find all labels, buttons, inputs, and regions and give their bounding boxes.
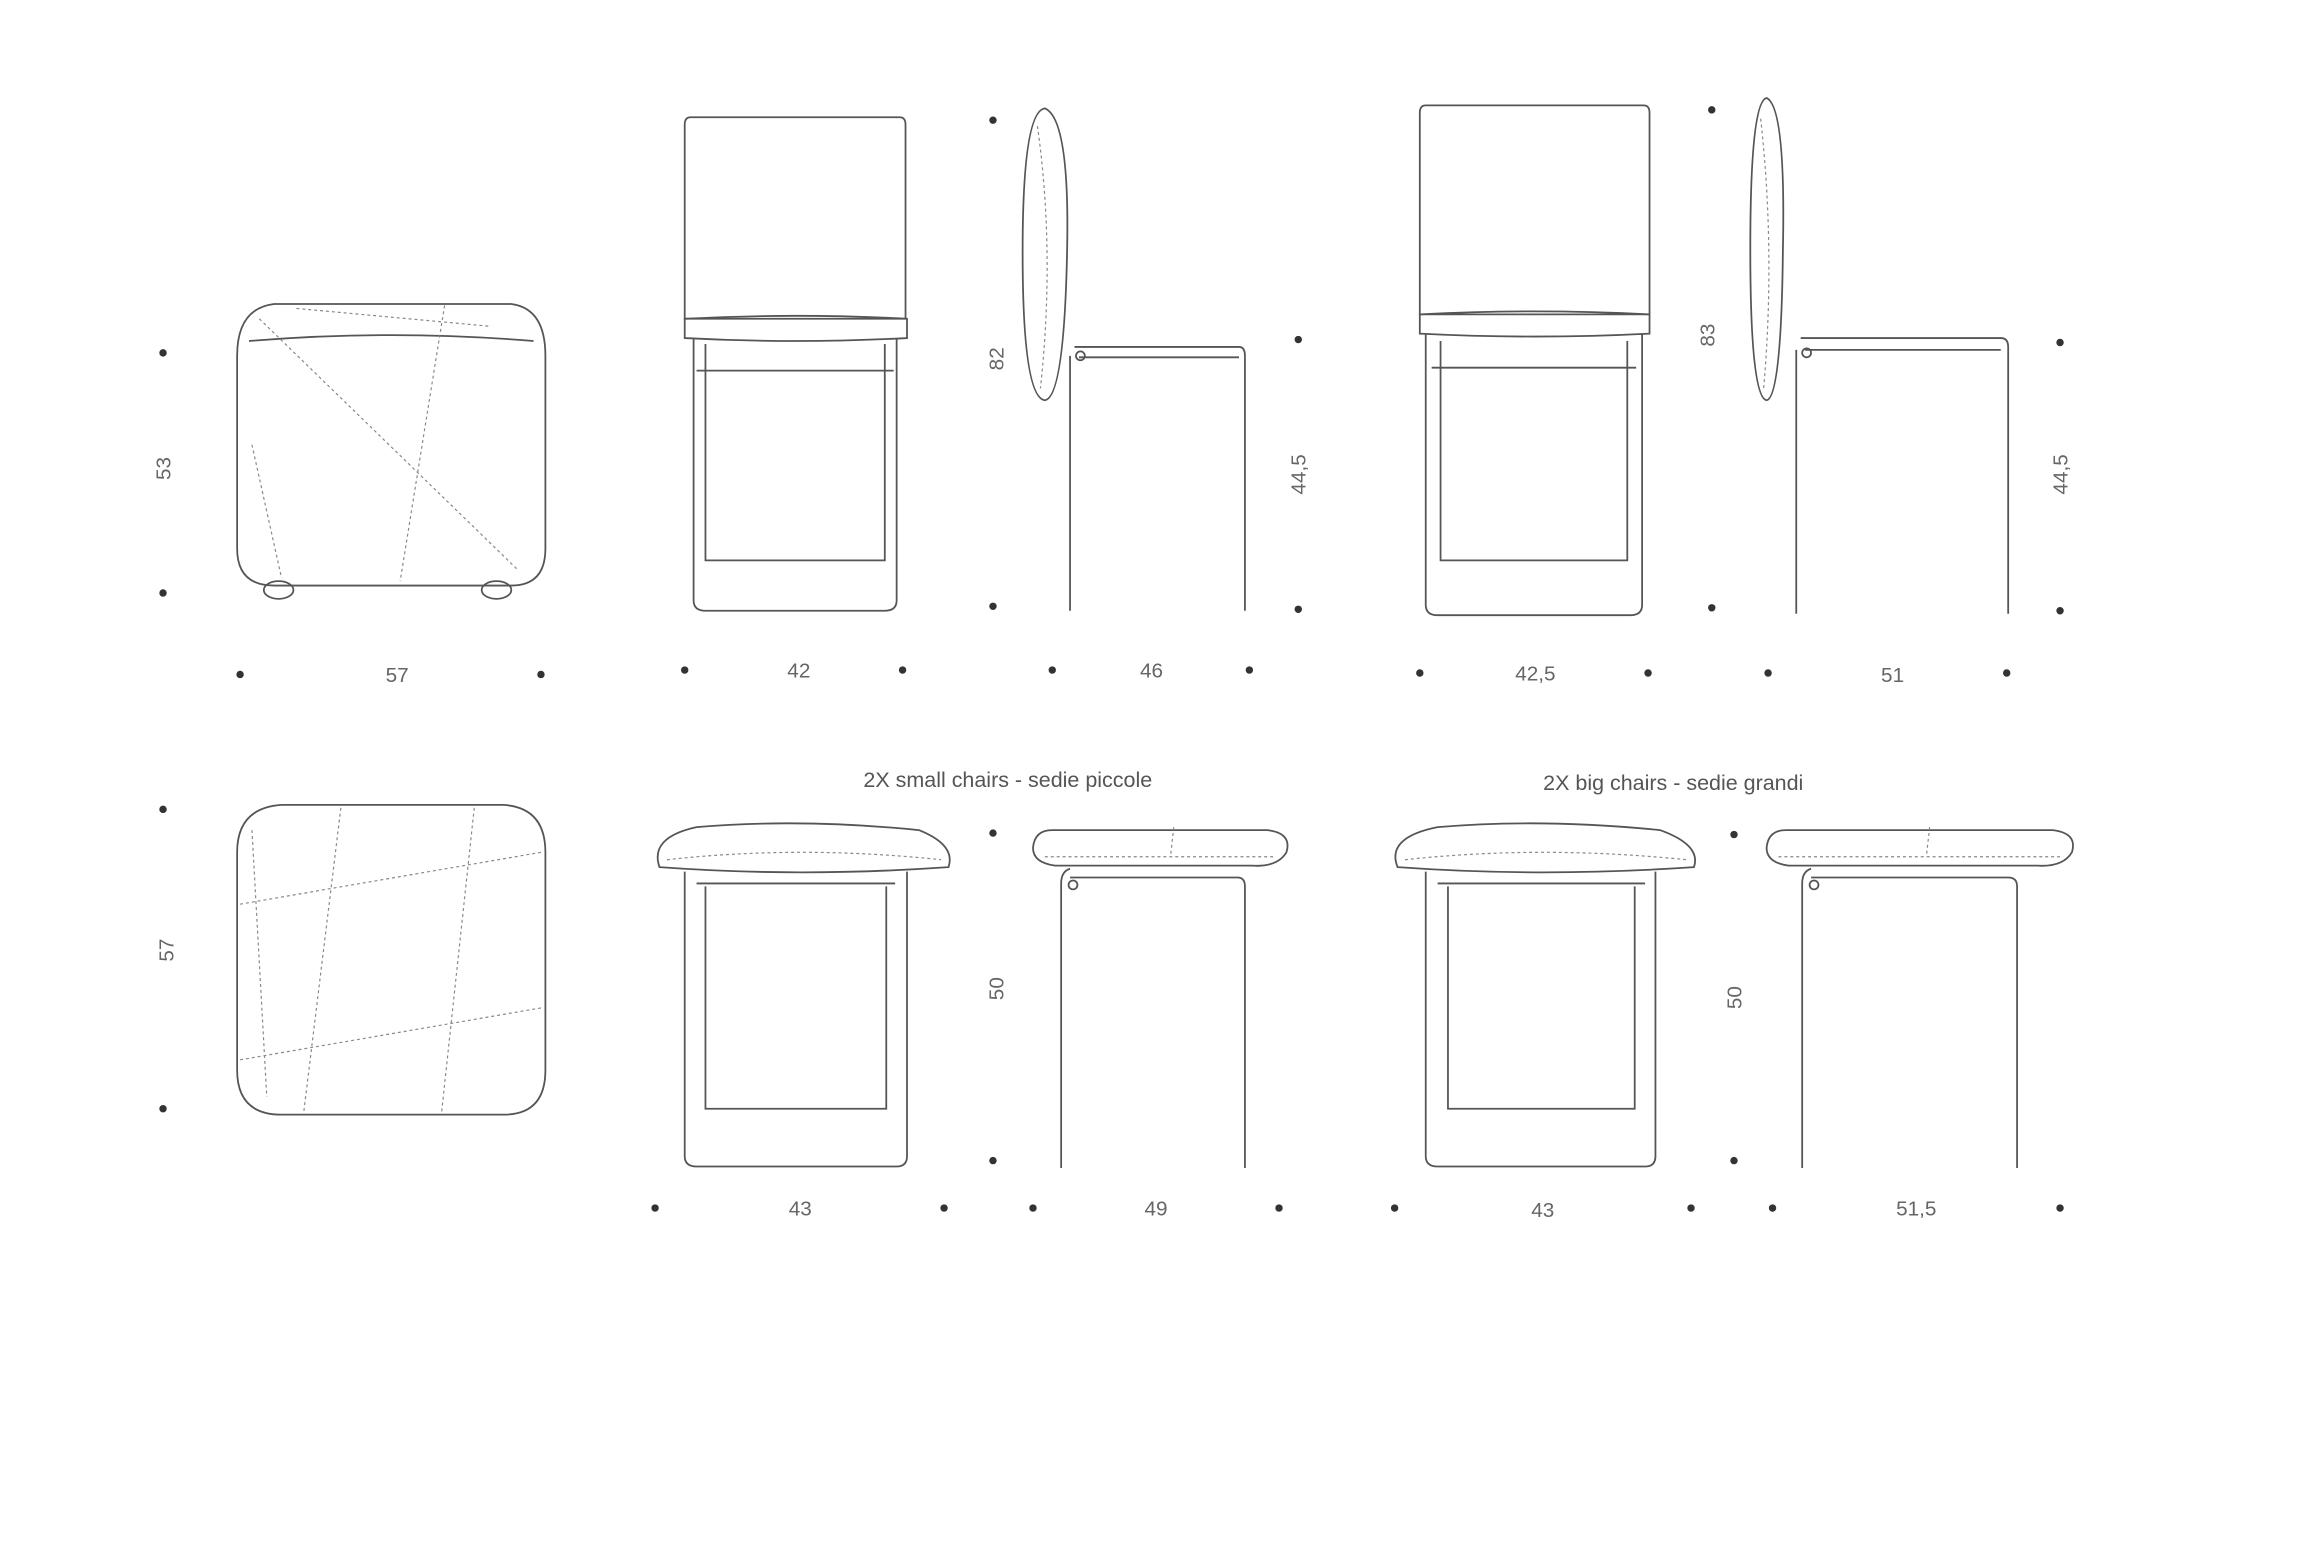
big-chair-seat-height-label: 44,5: [2049, 454, 2072, 494]
small-chair-depth-label: 46: [1140, 659, 1163, 682]
dimension-dot: [1416, 669, 1424, 677]
dimension-dot: [2056, 1204, 2064, 1212]
big-stool-side-view: [1765, 827, 2074, 1169]
small-chair-height-label: 82: [985, 347, 1008, 370]
dimension-dot: [1294, 605, 1302, 613]
big-stool-front-view: [1394, 822, 1696, 1168]
big-chair-width-label: 42,5: [1515, 662, 1555, 685]
dimension-dot: [1708, 106, 1716, 114]
big-chair-side-view: [1749, 97, 2010, 614]
big-stool-height-label: 50: [1723, 986, 1746, 1009]
dimension-dot: [159, 805, 167, 814]
ottoman-height-label: 53: [152, 457, 175, 480]
dimension-dot: [537, 670, 545, 679]
ottoman-depth-label: 57: [155, 939, 178, 962]
dimension-dot: [651, 1204, 659, 1212]
small-stool-front-view: [656, 822, 951, 1168]
big-chairs-title: 2X big chairs - sedie grandi: [1543, 771, 1803, 795]
dimension-dot: [1029, 1204, 1037, 1212]
small-chair-width-label: 42: [787, 659, 810, 682]
big-chair-height-label: 83: [1697, 324, 1720, 347]
dimension-dot: [2002, 669, 2011, 677]
dimension-dot: [1730, 830, 1738, 839]
dimension-dot: [898, 666, 907, 674]
dimension-dot: [1708, 604, 1716, 612]
big-chair-depth-label: 51: [1881, 664, 1904, 687]
dimension-dot: [159, 1105, 167, 1113]
small-stool-depth-label: 49: [1144, 1197, 1167, 1220]
dimension-dot: [1275, 1204, 1283, 1212]
dimension-dot: [1294, 335, 1302, 344]
small-chair-front-view: [683, 116, 908, 612]
dimension-dot: [159, 349, 167, 357]
big-stool-width-label: 43: [1531, 1199, 1554, 1222]
dimension-dot: [940, 1204, 948, 1212]
dimension-dot: [1644, 669, 1652, 677]
dimension-dot: [1687, 1204, 1695, 1212]
dimension-dot: [2056, 338, 2064, 347]
dimension-dot: [989, 602, 997, 611]
small-stool-height-label: 50: [985, 977, 1008, 1000]
small-chairs-title: 2X small chairs - sedie piccole: [863, 768, 1152, 792]
dimension-dot: [1245, 666, 1254, 674]
dimension-dot: [2056, 607, 2064, 615]
ottoman-top-view: [236, 804, 547, 1116]
dimension-dot: [1390, 1204, 1399, 1212]
dimension-dot: [1768, 1204, 1777, 1212]
dimension-dot: [1764, 669, 1772, 677]
dimension-dot: [236, 670, 244, 679]
small-chair-side-view: [1021, 107, 1246, 611]
big-stool-depth-label: 51,5: [1896, 1197, 1936, 1220]
dimension-dot: [989, 829, 997, 837]
dimension-dot: [1048, 666, 1056, 674]
ottoman-front-view: [236, 303, 547, 600]
ottoman-width-label: 57: [386, 664, 409, 687]
dimension-dot: [989, 116, 997, 124]
small-stool-side-view: [1032, 827, 1289, 1169]
dimension-dot: [1730, 1156, 1738, 1165]
dimension-dot: [989, 1156, 997, 1165]
dimension-dot: [159, 589, 167, 597]
small-stool-width-label: 43: [789, 1197, 812, 1220]
dimension-dot: [681, 666, 689, 674]
small-chair-seat-height-label: 44,5: [1288, 454, 1311, 494]
big-chair-front-view: [1418, 104, 1651, 617]
